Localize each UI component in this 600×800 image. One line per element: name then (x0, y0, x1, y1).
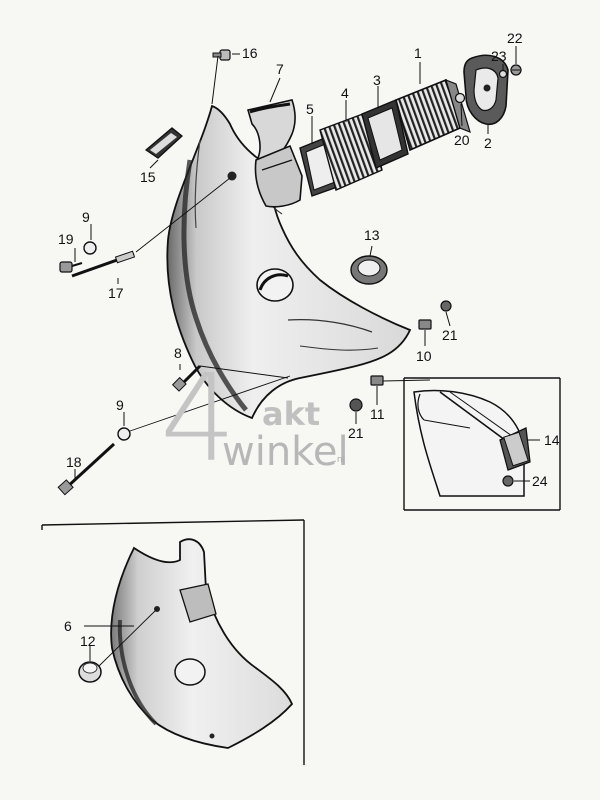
screw-part-16 (212, 49, 231, 61)
callout-part-22: 22 (507, 30, 523, 46)
leg-shield-variant-part-6 (110, 538, 294, 749)
rubber-seal-part-5 (299, 135, 341, 197)
rod-part-17 (71, 250, 136, 278)
callout-part-3: 3 (373, 72, 381, 88)
callout-part-15: 15 (140, 169, 156, 185)
callout-part-1: 1 (414, 45, 422, 61)
callout-part-5: 5 (306, 101, 314, 117)
callout-part-9-lower: 9 (116, 397, 124, 413)
callout-part-7: 7 (276, 61, 284, 77)
screw-part-22 (510, 64, 522, 76)
watermark-suffix: .nl (334, 455, 346, 465)
watermark-digit: 4 (160, 350, 237, 489)
filter-element-part (395, 78, 471, 152)
callout-part-12: 12 (80, 633, 96, 649)
callout-part-13: 13 (364, 227, 380, 243)
grommet-part-13 (350, 255, 388, 285)
callout-part-2: 2 (484, 135, 492, 151)
inset-detail-box-lower (41, 519, 305, 765)
callout-part-4: 4 (341, 85, 349, 101)
callout-part-20: 20 (454, 132, 470, 148)
washer-part-9-upper (83, 241, 97, 255)
bolt-part-19 (59, 261, 83, 273)
emblem-part-15 (144, 127, 183, 159)
nut-part-21-upper (440, 300, 452, 312)
bolt-part-8 (171, 364, 202, 392)
bolt-part-18 (57, 442, 116, 496)
nut-part-21-lower (349, 398, 363, 412)
callout-part-23: 23 (491, 48, 507, 64)
rubber-seal-part-3 (361, 99, 409, 169)
washer-part-9-lower (117, 427, 131, 441)
callout-part-14: 14 (544, 432, 560, 448)
callout-part-24: 24 (532, 473, 548, 489)
callout-part-6: 6 (64, 618, 72, 634)
callout-part-21-upper: 21 (442, 327, 458, 343)
callout-part-10: 10 (416, 348, 432, 364)
callout-part-19: 19 (58, 231, 74, 247)
callout-part-9-upper: 9 (82, 209, 90, 225)
inset-detail-box-upper (403, 377, 561, 511)
bracket-part-14 (499, 427, 531, 471)
plug-part-12 (78, 661, 102, 683)
callout-part-21-lower: 21 (348, 425, 364, 441)
clip-part-10 (418, 319, 432, 330)
callout-part-17: 17 (108, 285, 124, 301)
callout-part-11: 11 (370, 406, 385, 422)
clip-part-11 (370, 375, 384, 386)
leader-lines (74, 46, 540, 661)
filter-cap-part (463, 54, 509, 126)
nut-part-24 (502, 475, 514, 487)
washer-part-20 (454, 92, 466, 104)
watermark-upper-text: akt (262, 395, 321, 433)
washer-part-23 (498, 69, 508, 79)
callout-part-18: 18 (66, 454, 82, 470)
callout-part-16: 16 (242, 45, 258, 61)
watermark-lower-text: winkel (222, 429, 349, 475)
air-duct-part (246, 99, 303, 208)
callout-part-8: 8 (174, 345, 182, 361)
